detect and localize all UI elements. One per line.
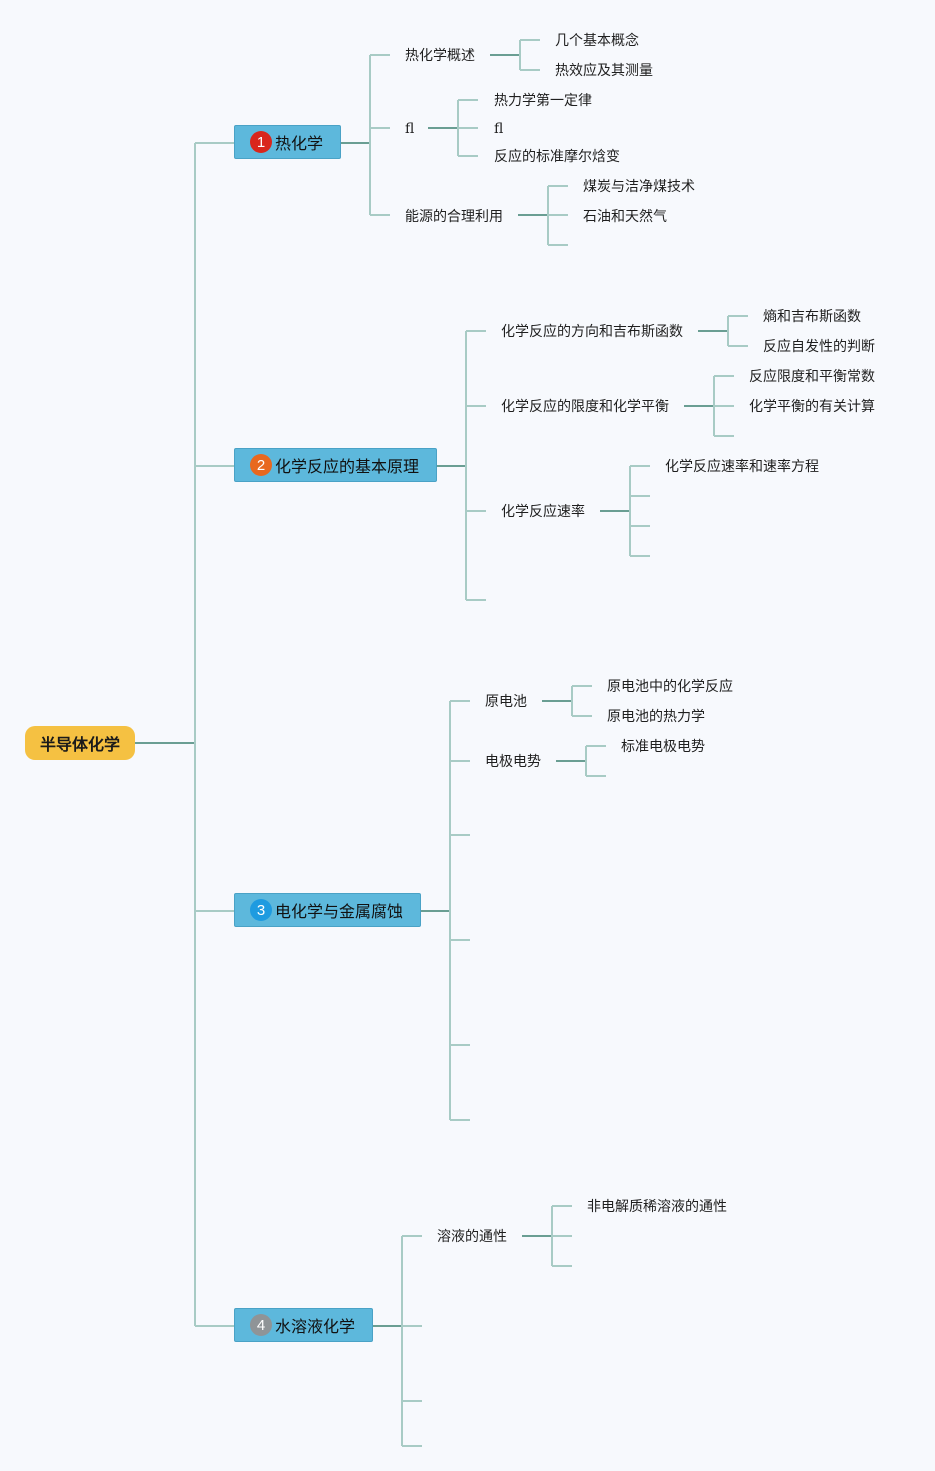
subtopic-node[interactable]: 熵和吉布斯函数 [763,309,861,325]
subtopic-node[interactable]: 热效应及其测量 [555,63,653,79]
subtopic-node[interactable]: 反应的标准摩尔焓变 [494,149,620,165]
branch-node-electrochemistry[interactable]: 3 电化学与金属腐蚀 [234,893,421,927]
branch-label: 电化学与金属腐蚀 [275,902,404,921]
branch-label: 化学反应的基本原理 [275,457,420,476]
subtopic-node[interactable]: 原电池中的化学反应 [607,679,733,695]
priority-4-icon: 4 [250,1314,272,1336]
topic-node[interactable]: 化学反应的方向和吉布斯函数 [501,324,683,340]
branch-node-thermochemistry[interactable]: 1 热化学 [234,125,341,159]
branch-node-aqueous-chemistry[interactable]: 4 水溶液化学 [234,1308,373,1342]
subtopic-node[interactable]: fl [494,121,504,137]
subtopic-node[interactable]: 化学反应速率和速率方程 [665,459,819,475]
branch-label: 水溶液化学 [275,1317,356,1336]
subtopic-node[interactable]: 反应限度和平衡常数 [749,369,875,385]
subtopic-node[interactable]: 标准电极电势 [621,739,705,755]
topic-node[interactable]: fl [405,121,415,137]
subtopic-node[interactable]: 原电池的热力学 [607,709,705,725]
priority-2-icon: 2 [250,454,272,476]
topic-node[interactable]: 原电池 [485,694,527,710]
subtopic-node[interactable]: 反应自发性的判断 [763,339,875,355]
topic-node[interactable]: 溶液的通性 [437,1229,507,1245]
subtopic-node[interactable]: 几个基本概念 [555,33,639,49]
root-node[interactable]: 半导体化学 [25,726,135,760]
subtopic-node[interactable]: 热力学第一定律 [494,93,592,109]
topic-node[interactable]: 化学反应的限度和化学平衡 [501,399,669,415]
root-label: 半导体化学 [39,735,120,754]
priority-3-icon: 3 [250,899,272,921]
subtopic-node[interactable]: 化学平衡的有关计算 [749,399,875,415]
topic-node[interactable]: 能源的合理利用 [405,209,503,225]
priority-1-icon: 1 [250,131,272,153]
branch-node-reaction-principles[interactable]: 2 化学反应的基本原理 [234,448,437,482]
topic-node[interactable]: 电极电势 [485,754,541,770]
topic-node[interactable]: 化学反应速率 [501,504,585,520]
subtopic-node[interactable]: 煤炭与洁净煤技术 [583,179,695,195]
subtopic-node[interactable]: 石油和天然气 [583,209,667,225]
subtopic-node[interactable]: 非电解质稀溶液的通性 [587,1199,727,1215]
branch-label: 热化学 [275,134,324,153]
topic-node[interactable]: 热化学概述 [405,48,475,64]
